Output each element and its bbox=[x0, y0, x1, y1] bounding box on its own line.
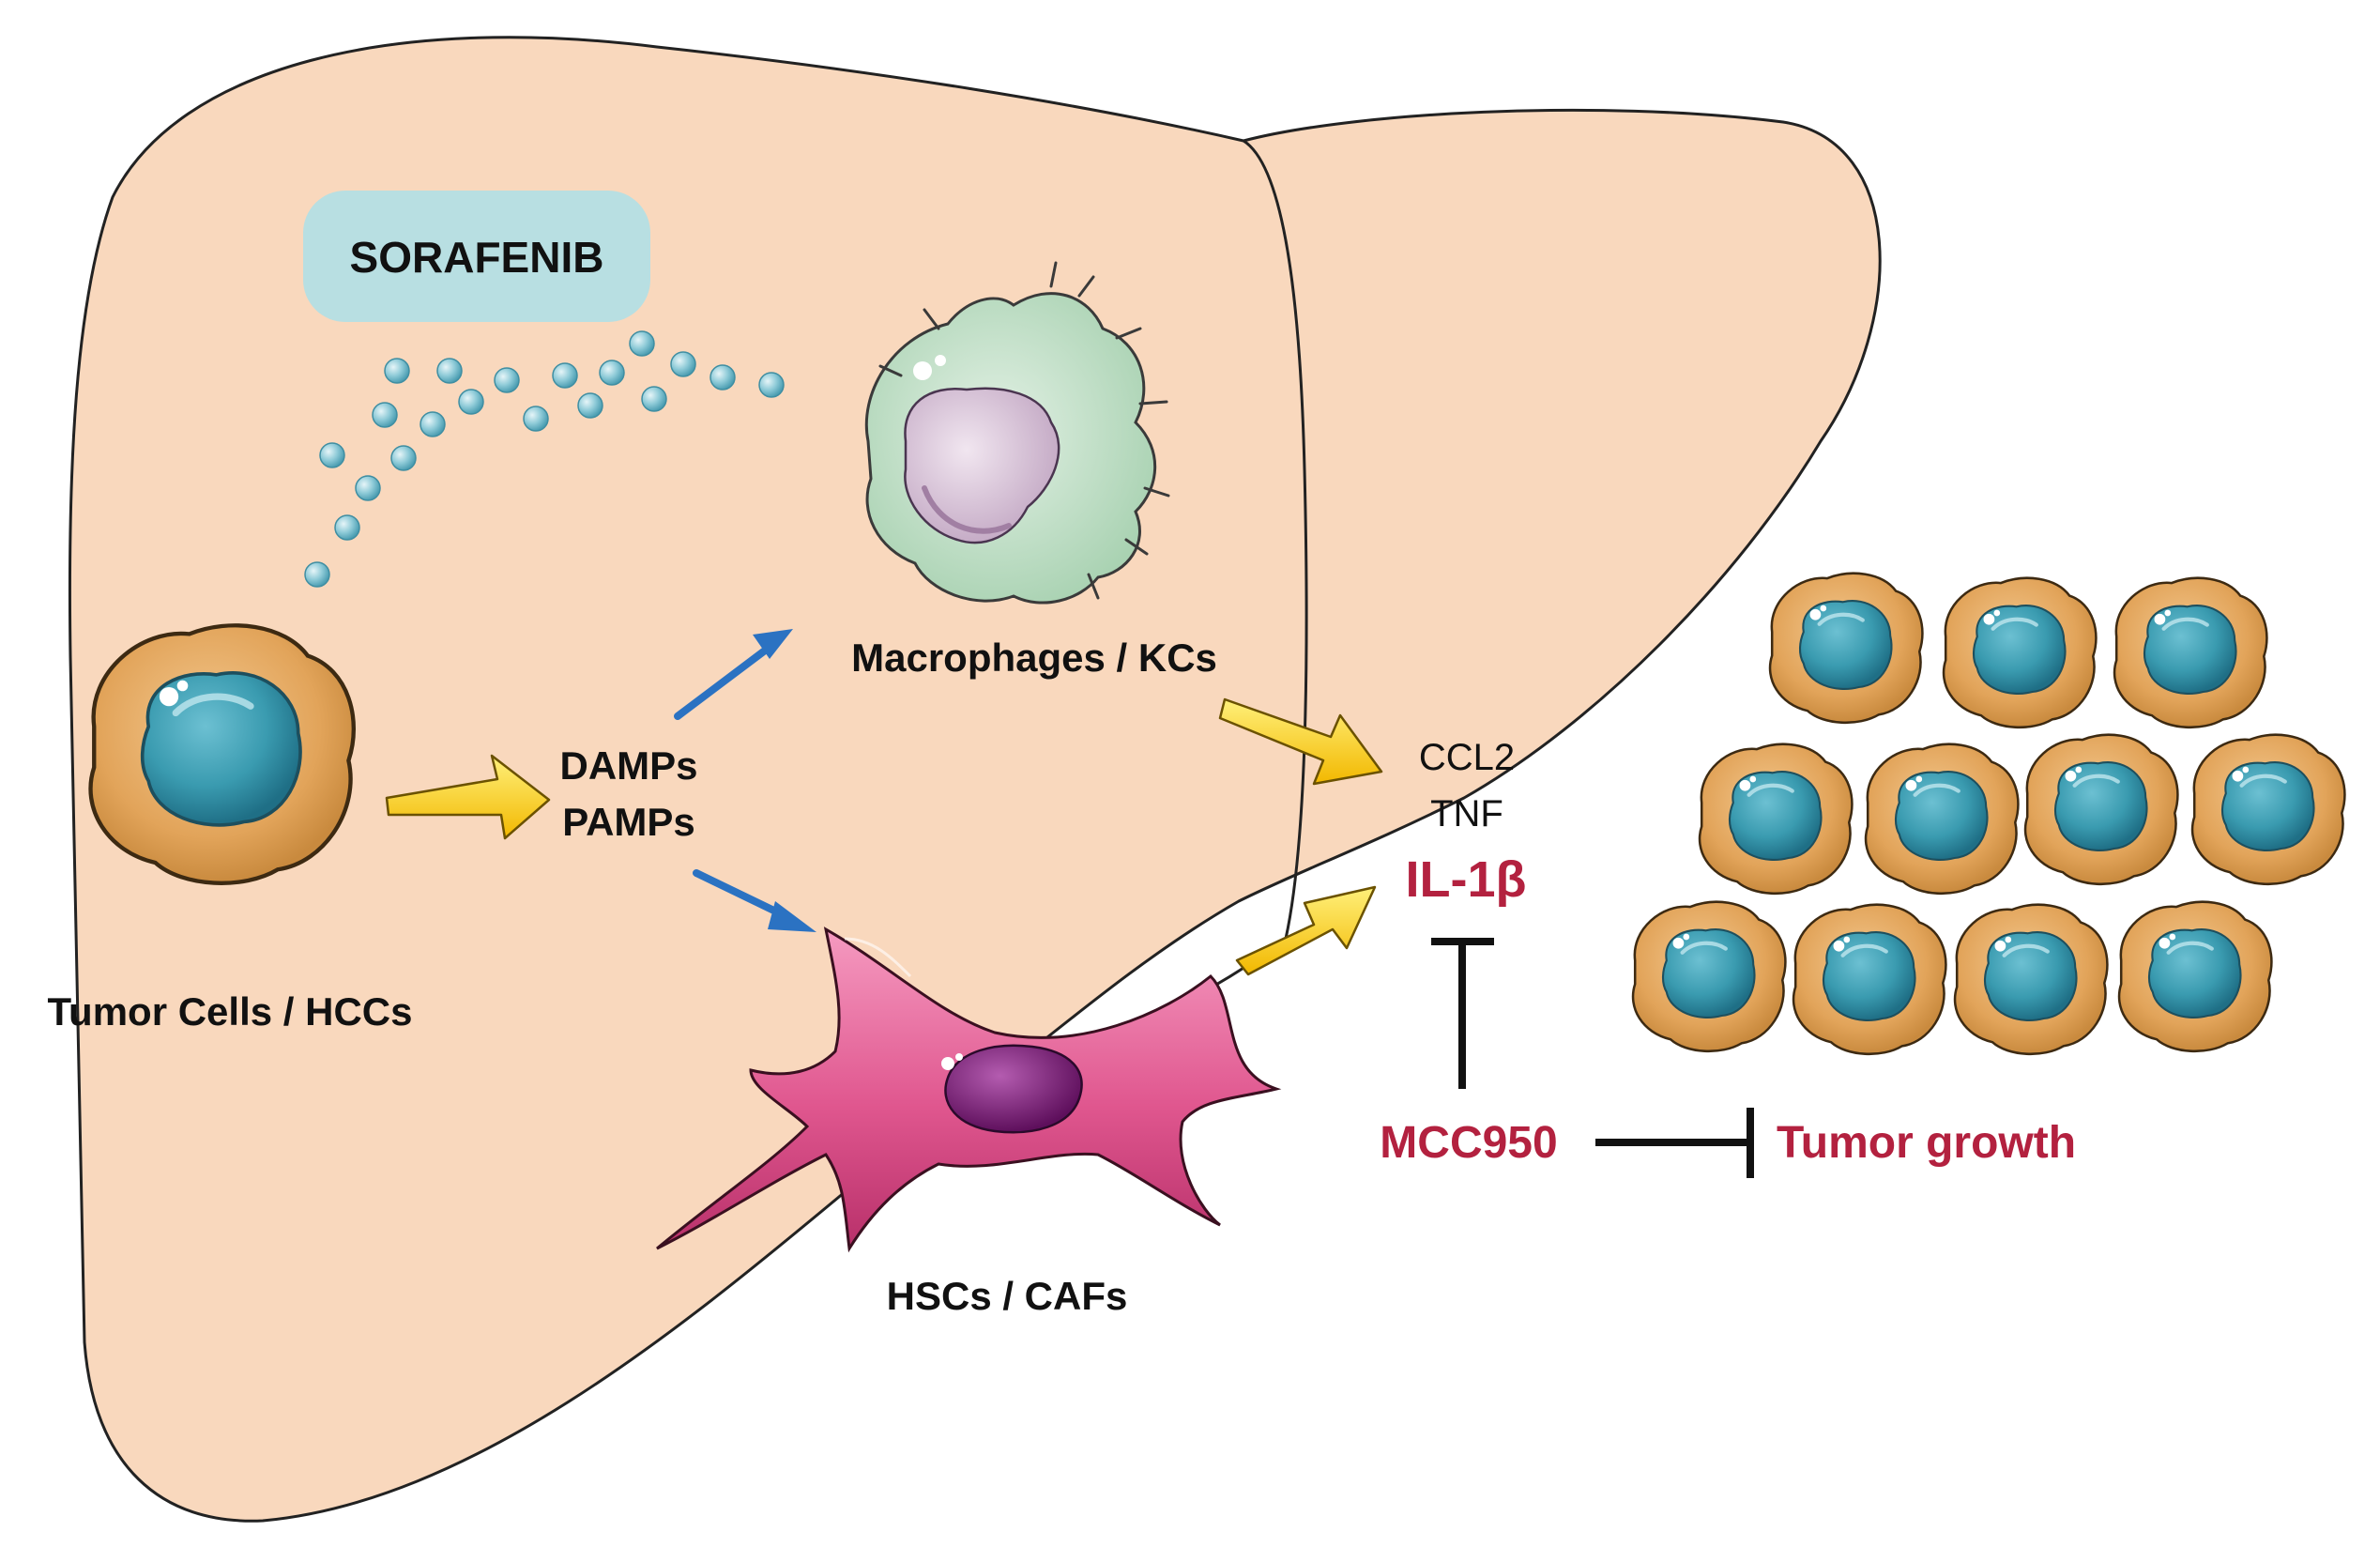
tumor-cell bbox=[2192, 735, 2344, 884]
particle bbox=[758, 372, 785, 398]
particle bbox=[599, 360, 625, 386]
damps-label: DAMPs bbox=[559, 743, 697, 788]
particle bbox=[523, 406, 549, 432]
particle bbox=[641, 386, 667, 412]
particle bbox=[670, 351, 696, 377]
particle bbox=[319, 442, 345, 468]
tumor-cell bbox=[1866, 744, 2018, 894]
tnf-label: TNF bbox=[1430, 793, 1503, 835]
macrophages-label: Macrophages / KCs bbox=[851, 636, 1217, 680]
particle bbox=[629, 330, 655, 357]
tumor-cell bbox=[1633, 902, 1785, 1051]
sorafenib-particles bbox=[304, 330, 785, 588]
tumor-cell bbox=[1944, 578, 2096, 728]
tumor-cell bbox=[91, 625, 354, 883]
blue-arrow-to-hscs bbox=[693, 869, 816, 932]
particle bbox=[420, 411, 446, 437]
tumor-cell bbox=[1770, 574, 1922, 723]
pamps-label: PAMPs bbox=[562, 800, 695, 844]
sorafenib-box: SORAFENIB bbox=[303, 191, 650, 322]
particle bbox=[384, 358, 410, 384]
tumor-growth-label: Tumor growth bbox=[1777, 1118, 2076, 1168]
particle bbox=[552, 362, 578, 389]
particle bbox=[304, 561, 330, 588]
tumor-cell bbox=[1700, 744, 1852, 894]
tumor-cell bbox=[2025, 735, 2177, 884]
mcc950-label: MCC950 bbox=[1380, 1118, 1557, 1168]
inhibition-mcc950-tumor-growth bbox=[1595, 1108, 1754, 1178]
tumor-cluster bbox=[1633, 574, 2344, 1054]
tumor-cells-label: Tumor Cells / HCCs bbox=[48, 989, 413, 1034]
sorafenib-label: SORAFENIB bbox=[350, 233, 604, 282]
yellow-arrow-hsc-to-il1b bbox=[1235, 885, 1377, 976]
particle bbox=[709, 364, 736, 391]
particle bbox=[355, 475, 381, 501]
macrophage-cell bbox=[864, 261, 1170, 605]
hsc-caf-cell bbox=[656, 927, 1282, 1253]
particle bbox=[577, 392, 603, 419]
inhibition-mcc950-il1b bbox=[1431, 938, 1494, 1089]
particle bbox=[436, 358, 463, 384]
tumor-cell bbox=[1955, 905, 2107, 1054]
particle bbox=[494, 367, 520, 393]
hscs-label: HSCs / CAFs bbox=[887, 1274, 1128, 1318]
particle bbox=[458, 389, 484, 415]
tumor-cell bbox=[1793, 905, 1945, 1054]
tumor-cell bbox=[2119, 902, 2271, 1051]
il1b-label: IL-1β bbox=[1406, 851, 1527, 908]
particle bbox=[390, 445, 417, 471]
yellow-arrow-macrophage-to-cytokines bbox=[1218, 697, 1383, 786]
tumor-cell bbox=[2114, 578, 2266, 728]
yellow-arrow-tumor-to-damps bbox=[385, 754, 551, 840]
blue-arrow-to-macrophages bbox=[674, 629, 793, 720]
ccl2-label: CCL2 bbox=[1419, 737, 1515, 778]
particle bbox=[372, 402, 398, 428]
particle bbox=[334, 514, 360, 541]
